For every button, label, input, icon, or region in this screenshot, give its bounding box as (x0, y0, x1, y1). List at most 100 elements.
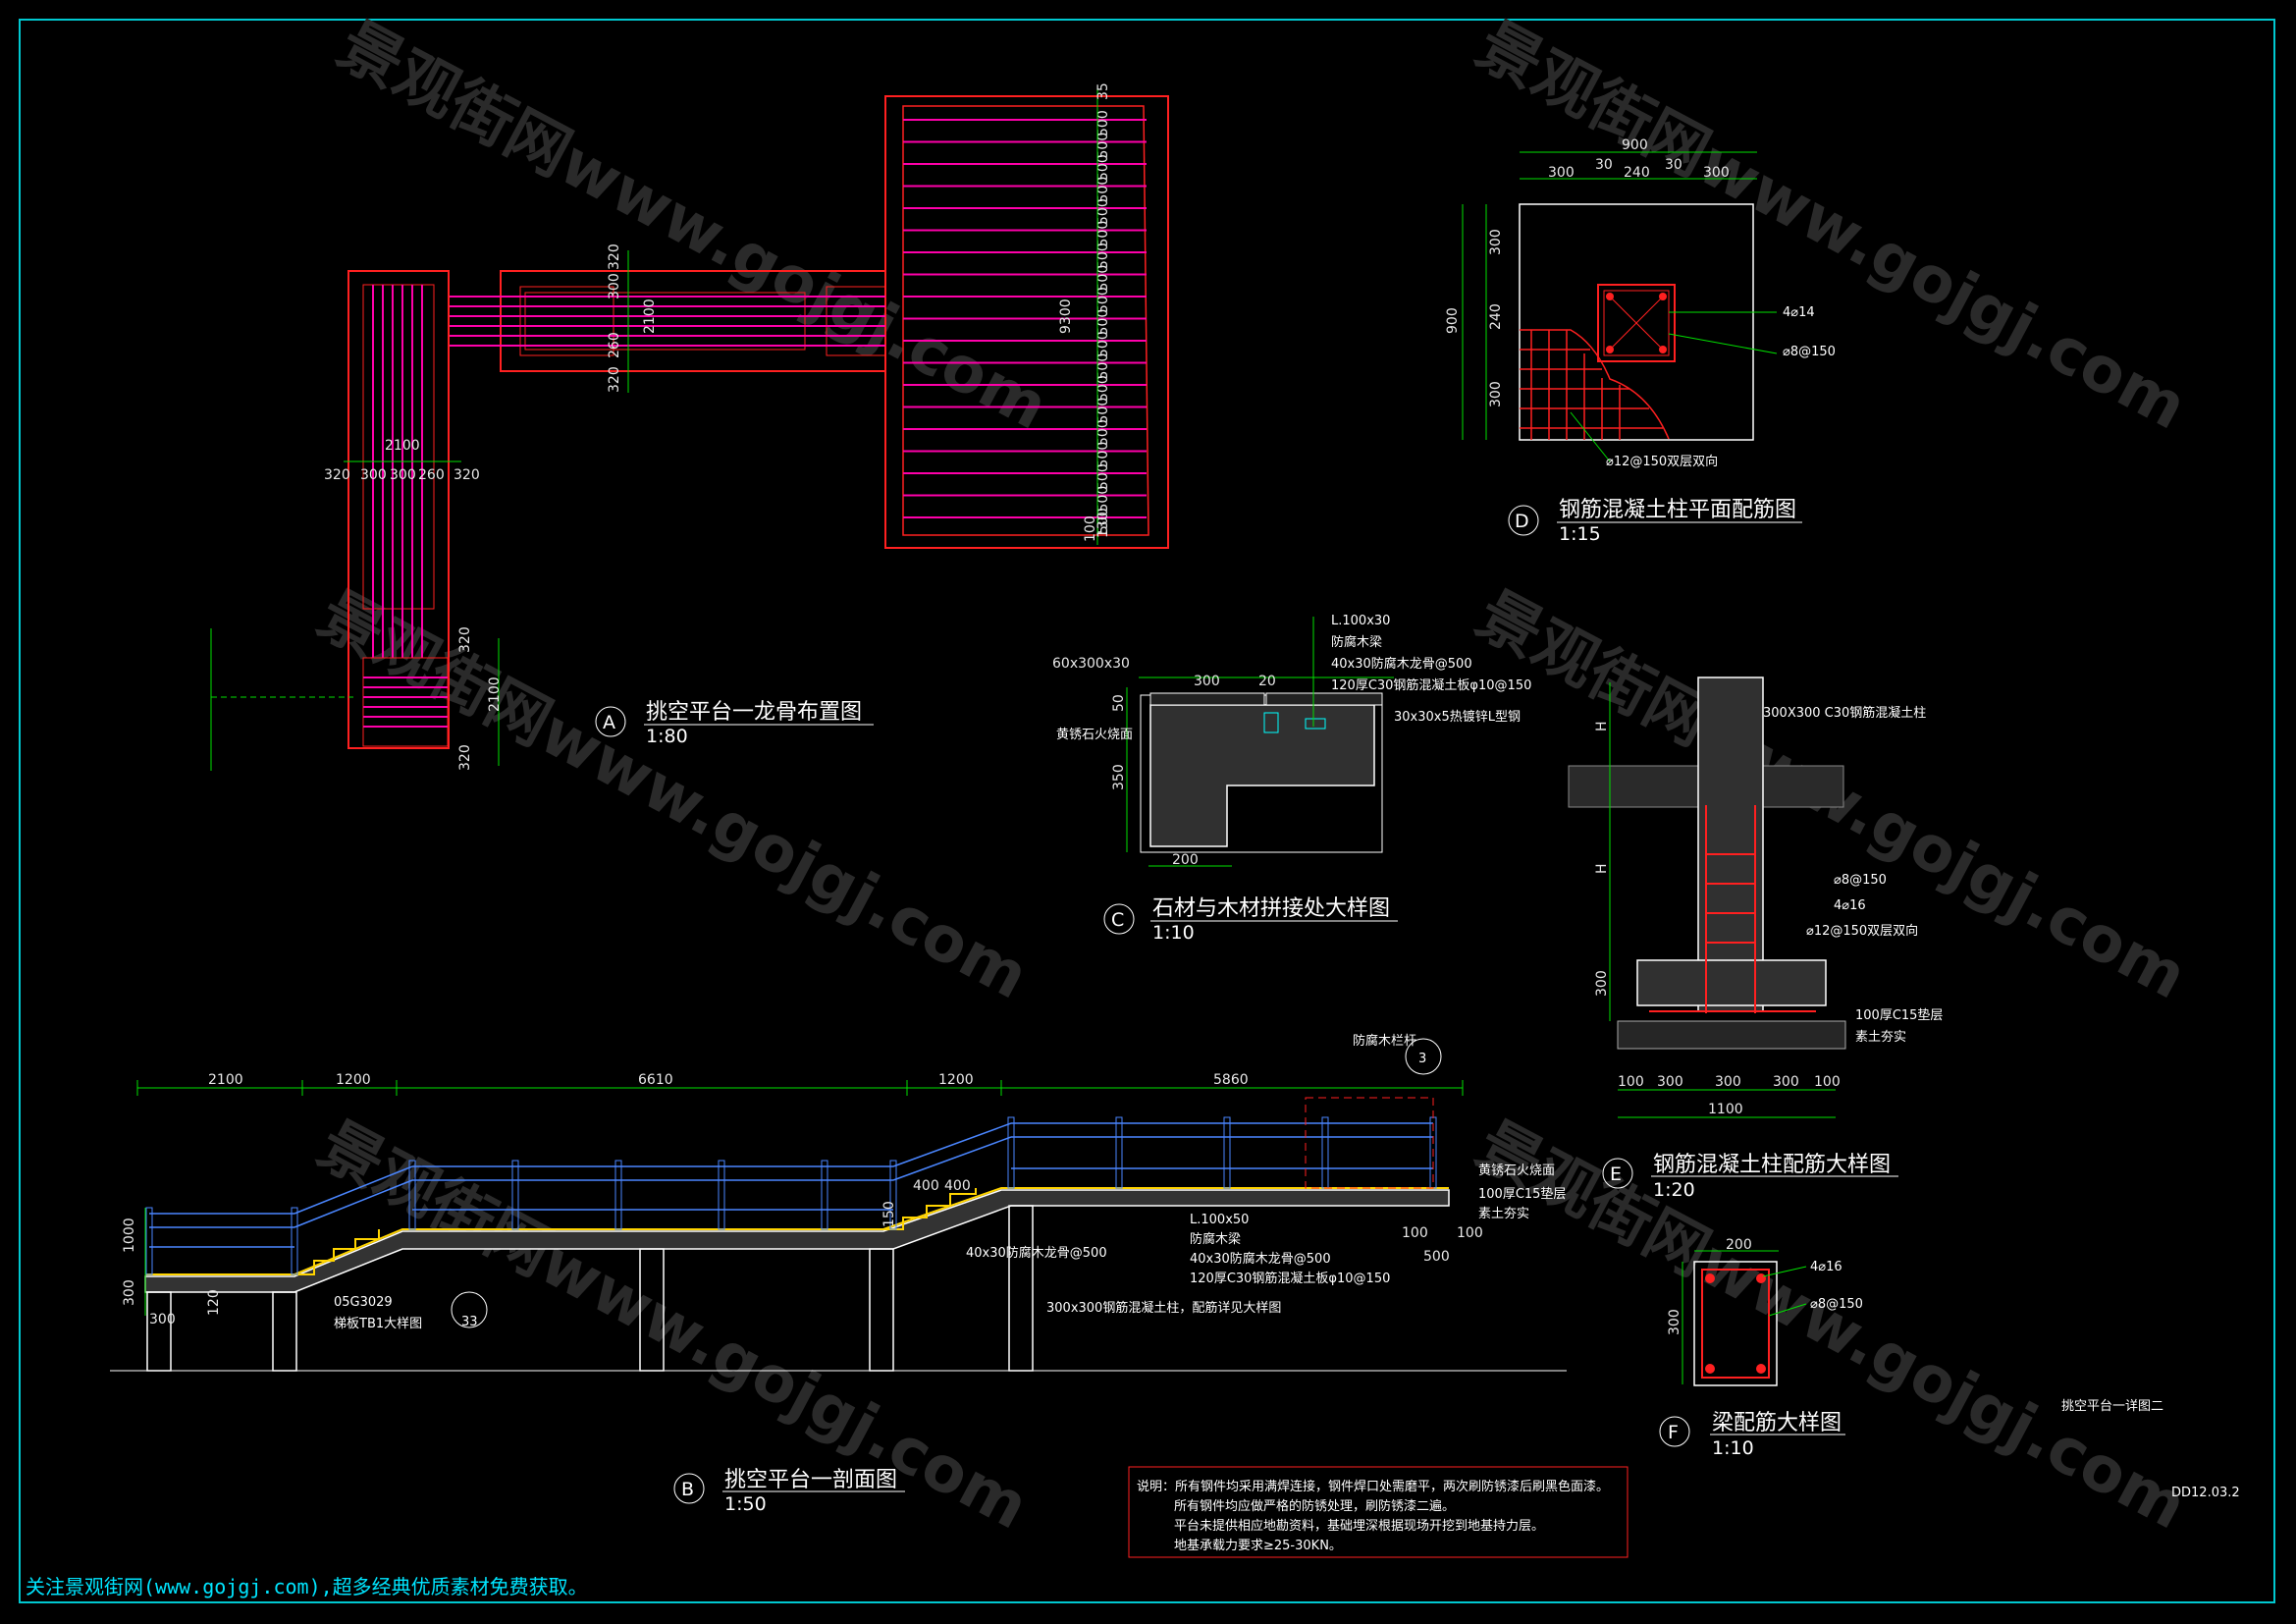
b-dim-1200b: 1200 (938, 1072, 974, 1088)
b-railing-post (718, 1160, 725, 1230)
b-label-l100: L.100x50 (1190, 1213, 1249, 1227)
e-dim-h-mid: H (1594, 863, 1610, 874)
c-dim-200: 200 (1172, 852, 1199, 868)
b-callout-num: 33 (461, 1315, 478, 1329)
e-label-c15: 100厚C15垫层 (1855, 1007, 1943, 1023)
detail-d-scale: 1:15 (1559, 523, 1601, 545)
b-dim-5860: 5860 (1213, 1072, 1249, 1088)
a-side-dim-320b: 320 (457, 744, 473, 771)
drawing-number: DD12.03.2 (2171, 1486, 2240, 1500)
b-label-wood: 防腐木梁 (1190, 1231, 1241, 1247)
detail-b-title: 挑空平台一剖面图 (724, 1468, 897, 1492)
b-label-4030: 40x30防腐木龙骨@500 (1190, 1251, 1331, 1267)
c-dim-60x300x30: 60x300x30 (1052, 656, 1130, 672)
detail-e-scale: 1:20 (1653, 1179, 1695, 1201)
sheet-border (19, 19, 2275, 1603)
f-label-4d16: 4⌀16 (1810, 1260, 1842, 1274)
b-dim-1200a: 1200 (336, 1072, 371, 1088)
e-label-4d16: 4⌀16 (1834, 898, 1866, 913)
a-plank-dim: 500 (1095, 243, 1111, 269)
detail-d-title: 钢筋混凝土柱平面配筋图 (1559, 498, 1796, 522)
detail-d-letter: D (1515, 511, 1529, 532)
a-vert-dim-300b: 300 (390, 467, 416, 483)
a-plank-dim: 500 (1095, 133, 1111, 159)
note-line-2: 所有钢件均应做严格的防锈处理，刷防锈漆二遍。 (1174, 1498, 1455, 1514)
watermark: 景观街网www.gojgj.com (326, 9, 1058, 445)
b-dim-120: 120 (206, 1289, 222, 1316)
a-plank-dim: 500 (1095, 486, 1111, 513)
e-dim-1100: 1100 (1708, 1102, 1743, 1117)
b-label-c15: 100厚C15垫层 (1478, 1186, 1566, 1202)
c-dim-20: 20 (1258, 674, 1276, 689)
a-plank-dim: 500 (1095, 265, 1111, 292)
e-label-12-150: ⌀12@150双层双向 (1806, 923, 1918, 939)
a-walk-dim-320: 320 (607, 244, 622, 270)
note-line-1: 说明：所有钢件均采用满焊连接，钢件焊口处需磨平，两次刷防锈漆后刷黑色面漆。 (1137, 1479, 1609, 1494)
a-end-dim-top: 35 (1095, 82, 1111, 100)
d-dim-300d: 300 (1488, 381, 1504, 407)
a-walk-dim-300: 300 (607, 273, 622, 299)
b-label-stone: 黄锈石火烧面 (1478, 1164, 1555, 1178)
b-railing-post (1223, 1116, 1231, 1189)
note-line-3: 平台未提供相应地勘资料，基础埋深根据现场开挖到地基持力层。 (1174, 1518, 1544, 1534)
detail-c-title: 石材与木材拼接处大样图 (1152, 896, 1390, 921)
e-dim-100b: 100 (1814, 1074, 1841, 1090)
d-dim-900-left: 900 (1445, 307, 1461, 334)
a-plank-group (903, 119, 1147, 518)
detail-f-letter: F (1668, 1422, 1679, 1443)
detail-c-scale: 1:10 (1152, 922, 1195, 944)
c-label-l100: L.100x30 (1331, 614, 1390, 628)
b-callout-top: 3 (1418, 1052, 1426, 1066)
b-railing-post (821, 1160, 828, 1230)
d-dim-300c: 300 (1488, 229, 1504, 255)
c-dim-350: 350 (1111, 764, 1127, 790)
e-dim-300a: 300 (1657, 1074, 1683, 1090)
detail-a-scale: 1:80 (646, 726, 688, 747)
a-side-dim-2100: 2100 (487, 677, 503, 712)
f-dim-300: 300 (1667, 1309, 1682, 1335)
a-plank-dims: 5005005005005005005005005005005005005005… (1095, 110, 1111, 534)
b-label-top: 防腐木栏杆 (1353, 1033, 1416, 1049)
c-label-steel: 30x30x5热镀锌L型钢 (1394, 709, 1521, 725)
a-vert-dim-300a: 300 (360, 467, 387, 483)
e-dim-h-top: H (1594, 721, 1610, 731)
b-railing-post (1321, 1116, 1329, 1189)
d-dim-240b: 240 (1488, 303, 1504, 330)
detail-f-title: 梁配筋大样图 (1712, 1411, 1842, 1435)
a-plank-dim: 500 (1095, 375, 1111, 402)
d-stirrup-8-150: ⌀8@150 (1783, 345, 1836, 359)
detail-e-title: 钢筋混凝土柱配筋大样图 (1653, 1153, 1891, 1177)
b-label-soil: 素土夯实 (1478, 1207, 1529, 1221)
detail-d-column-plan: 900 300 30 240 30 300 900 300 240 300 (1445, 137, 1836, 545)
b-dim-2100: 2100 (208, 1072, 243, 1088)
b-label-4030b: 40x30防腐木龙骨@500 (966, 1245, 1107, 1261)
f-dim-200: 200 (1726, 1237, 1752, 1253)
b-railing-post (1115, 1116, 1123, 1189)
detail-e-letter: E (1610, 1164, 1622, 1185)
detail-a-title: 挑空平台一龙骨布置图 (646, 700, 862, 725)
b-railing-post (408, 1160, 416, 1230)
e-label-8-150: ⌀8@150 (1834, 873, 1887, 888)
b-dim-100a: 100 (1402, 1225, 1428, 1241)
b-dim-100b: 100 (1457, 1225, 1483, 1241)
e-label-col: 300X300 C30钢筋混凝土柱 (1763, 705, 1926, 721)
detail-c-joint: 60x300x30 300 20 50 350 200 黄锈石火烧面 L.100… (1052, 614, 1531, 944)
note-line-4: 地基承载力要求≥25-30KN。 (1174, 1539, 1342, 1553)
a-walk-dim-320b: 320 (607, 366, 622, 393)
a-plank-dim: 500 (1095, 221, 1111, 247)
d-dim-30b: 30 (1665, 157, 1682, 173)
f-label-8-150: ⌀8@150 (1810, 1297, 1863, 1312)
sheet-label: 挑空平台一详图二 (2061, 1399, 2163, 1414)
a-plank-dim: 500 (1095, 287, 1111, 313)
a-vert-dim-260: 260 (418, 467, 445, 483)
a-vert-dim-320a: 320 (324, 467, 350, 483)
a-walk-dim-2100: 2100 (642, 298, 658, 334)
b-railing-post (145, 1207, 153, 1275)
e-dim-300c: 300 (1773, 1074, 1799, 1090)
b-railing-post (889, 1160, 897, 1230)
detail-f-beam: 200 300 4⌀16 ⌀8@150 F 梁配筋大样图 1:10 挑空平台一详… (1659, 1237, 2163, 1459)
b-dim-150: 150 (881, 1201, 897, 1227)
a-plank-dim: 500 (1095, 419, 1111, 446)
d-dim-30a: 30 (1595, 157, 1613, 173)
